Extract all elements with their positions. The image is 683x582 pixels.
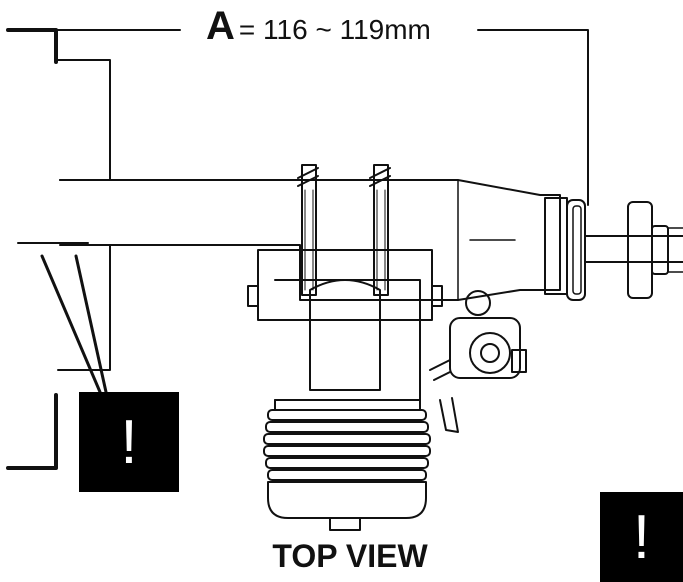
cylinder (247, 249, 443, 411)
prop-washer (566, 199, 586, 301)
mounting-bracket-lower (6, 393, 58, 470)
prop-washer-inner (572, 205, 582, 295)
prop-nut-hex (651, 225, 669, 275)
mount-bolt-2 (369, 164, 391, 296)
dimension-line-right (477, 29, 589, 206)
crankcase-detail (457, 179, 516, 301)
callout-leader-2 (74, 254, 108, 394)
front-housing (544, 197, 568, 295)
engine-backplate (57, 59, 111, 371)
dimension-label-a: A = 116 ~ 119mm (200, 4, 437, 54)
mount-bolt-1 (297, 164, 319, 296)
mounting-bracket (6, 28, 58, 64)
view-title: TOP VIEW (272, 538, 428, 574)
shaft-end (667, 227, 683, 273)
dimension-value: = 116 ~ 119mm (238, 14, 431, 45)
warning-symbol: ! (632, 502, 651, 572)
warning-symbol: ! (120, 407, 138, 477)
carburetor (429, 290, 527, 433)
callout-leader-1 (40, 254, 102, 394)
crankshaft (584, 235, 683, 263)
dimension-letter: A (206, 4, 235, 48)
crankcase-body (109, 179, 561, 301)
warning-icon: ! (600, 492, 683, 582)
cooling-fins (263, 409, 431, 531)
warning-icon: ! (79, 392, 179, 492)
prop-nut (627, 201, 653, 299)
